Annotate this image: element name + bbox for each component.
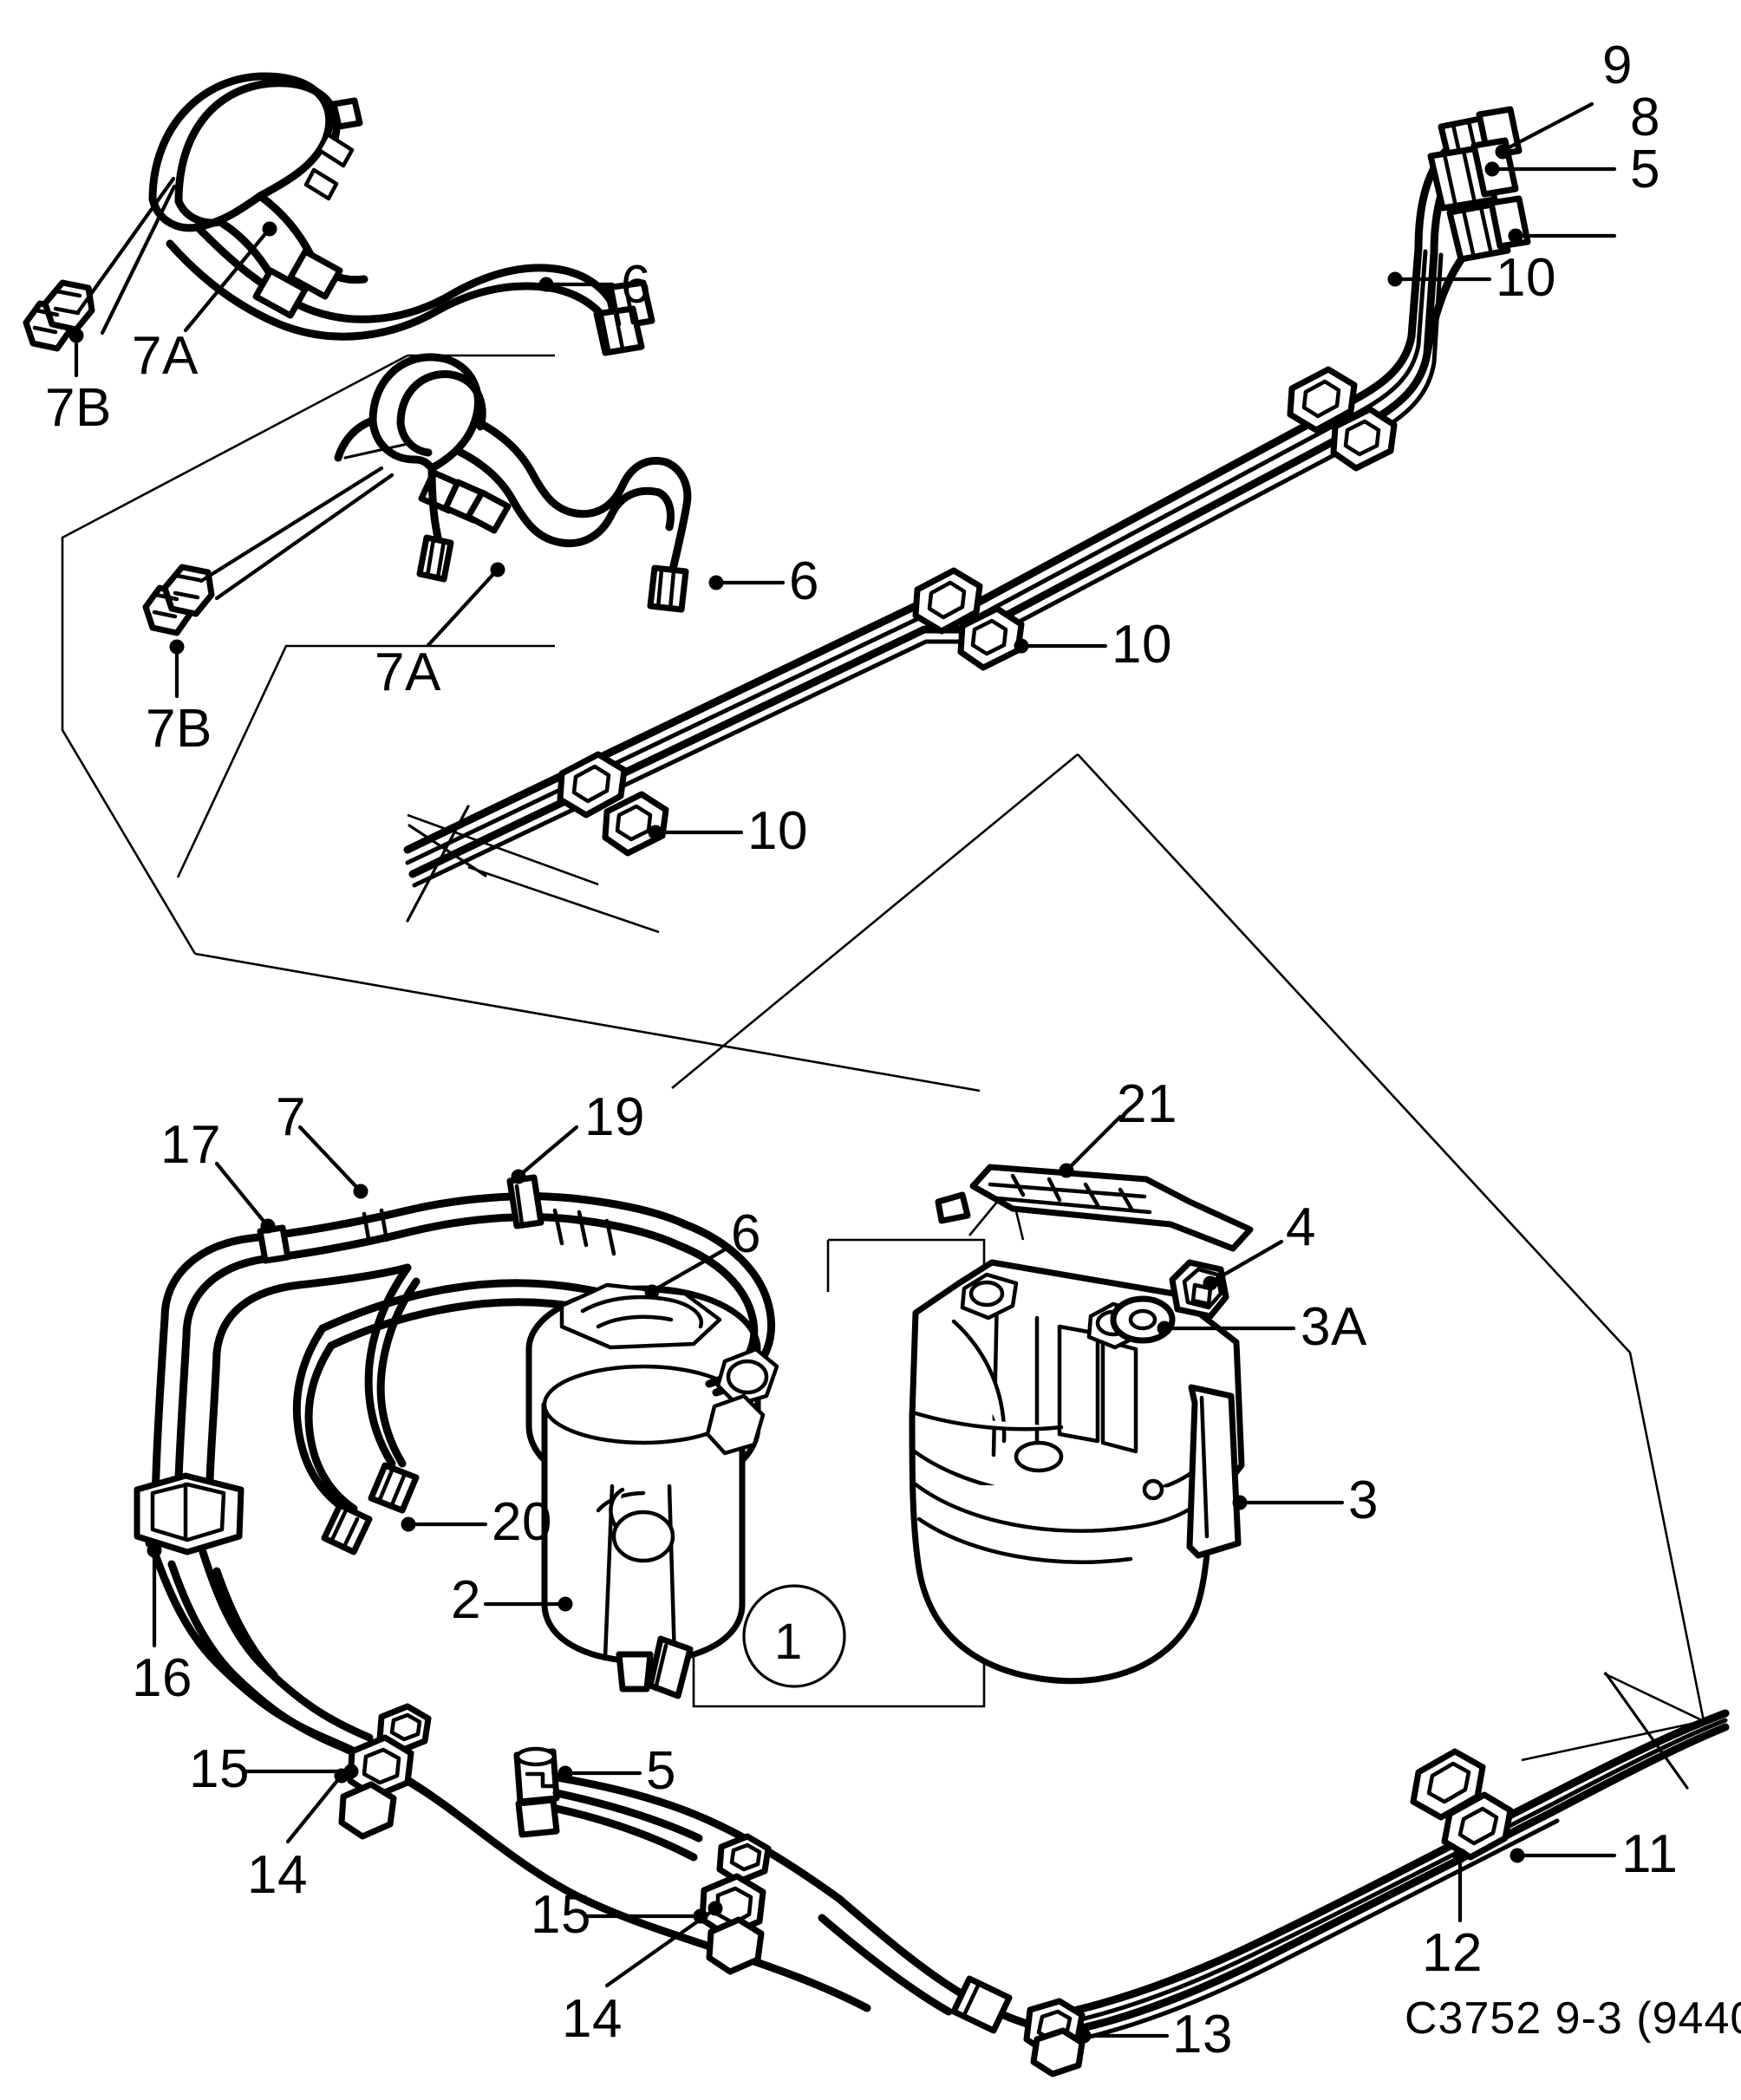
callout-label-7A: 7A bbox=[132, 326, 199, 386]
callout-label-5: 5 bbox=[1630, 140, 1660, 199]
callout-dot-6 bbox=[708, 575, 724, 590]
callout-label-5: 5 bbox=[646, 1741, 676, 1801]
callout-dot-9 bbox=[1495, 144, 1510, 160]
callout-dot-2 bbox=[558, 1596, 573, 1612]
callout-label-10: 10 bbox=[1496, 248, 1556, 308]
callout-leader-21 bbox=[1066, 1114, 1123, 1171]
callout-leaders bbox=[68, 101, 1617, 2044]
callout-dot-12 bbox=[1452, 1848, 1468, 1863]
callout-label-7B: 7B bbox=[146, 699, 212, 759]
callout-label-14: 14 bbox=[247, 1845, 308, 1905]
callout-dot-19 bbox=[511, 1169, 526, 1184]
clip-7B-upper bbox=[23, 279, 95, 352]
pipe-clip-15-upper bbox=[338, 1703, 432, 1840]
callout-dot-20 bbox=[401, 1516, 416, 1532]
group-frame-filter bbox=[692, 1238, 986, 1708]
callout-label-3: 3 bbox=[1348, 1471, 1379, 1530]
callout-dot-13 bbox=[1076, 2028, 1092, 2044]
callout-leader-7A bbox=[183, 228, 271, 333]
callout-label-21: 21 bbox=[1117, 1074, 1177, 1134]
callout-dot-8 bbox=[1484, 161, 1500, 177]
callout-leader-17 bbox=[214, 1161, 269, 1227]
callout-circle-1 bbox=[742, 1584, 846, 1688]
callout-label-19: 19 bbox=[584, 1087, 645, 1147]
callout-label-6: 6 bbox=[621, 255, 651, 315]
callout-label-9: 9 bbox=[1602, 36, 1633, 95]
callout-leader-9 bbox=[1502, 101, 1594, 153]
callout-label-4: 4 bbox=[1286, 1197, 1316, 1257]
group-frame-upper-left bbox=[61, 354, 981, 1092]
group-frame-lower bbox=[671, 753, 1705, 1762]
callout-dot-5 bbox=[558, 1765, 573, 1781]
callout-label-2: 2 bbox=[451, 1570, 481, 1630]
pipe-clip-10-low bbox=[557, 751, 669, 857]
callout-label-20: 20 bbox=[492, 1492, 552, 1552]
callout-dot-6 bbox=[538, 277, 554, 292]
callout-dot-6 bbox=[644, 1284, 660, 1300]
callout-dot-3 bbox=[1232, 1495, 1248, 1510]
callout-label-10: 10 bbox=[1112, 615, 1172, 675]
hose-assembly-upper-left bbox=[23, 72, 655, 356]
clip-7B-middle bbox=[142, 564, 215, 636]
pipe-run-lower bbox=[134, 1472, 1730, 2077]
callout-dot-10 bbox=[1014, 638, 1029, 654]
callout-label-1: 1 bbox=[774, 1614, 803, 1670]
callout-label-12: 12 bbox=[1422, 1923, 1483, 1983]
callout-dot-21 bbox=[1059, 1163, 1074, 1178]
callout-label-3A: 3A bbox=[1301, 1297, 1367, 1357]
pipe-clip-10-mid bbox=[912, 567, 1025, 671]
callout-dot-14 bbox=[334, 1768, 349, 1784]
callout-dot-17 bbox=[260, 1218, 276, 1234]
canister-nut-4 bbox=[1169, 1259, 1229, 1320]
callout-dot-16 bbox=[147, 1542, 162, 1558]
diagram-footer-code: C3752 9-3 (9440) bbox=[1405, 1993, 1741, 2044]
callout-dot-4 bbox=[1203, 1275, 1218, 1291]
callout-dot-11 bbox=[1510, 1848, 1525, 1863]
callout-label-8: 8 bbox=[1630, 88, 1660, 147]
callout-dot-14 bbox=[707, 1901, 723, 1916]
pipe-bracket-16 bbox=[134, 1472, 245, 1555]
callout-label-17: 17 bbox=[160, 1115, 221, 1175]
callout-dot-10 bbox=[648, 825, 663, 840]
callout-dot-7A bbox=[262, 221, 277, 237]
callout-dot-7A bbox=[490, 562, 505, 577]
canister-seal-3A bbox=[1110, 1295, 1176, 1344]
canister-body-3 bbox=[909, 1259, 1245, 1685]
quick-connector-5-lower bbox=[513, 1746, 560, 1838]
callout-label-15: 15 bbox=[189, 1739, 250, 1799]
pipe-clip-11-12 bbox=[1410, 1748, 1514, 1861]
callout-label-15: 15 bbox=[531, 1885, 591, 1945]
callout-leader-7A bbox=[426, 569, 499, 648]
callout-label-16: 16 bbox=[132, 1648, 192, 1708]
callout-dot-7 bbox=[353, 1184, 368, 1199]
callout-leader-14 bbox=[285, 1775, 342, 1844]
pipe-clip-13 bbox=[1023, 1998, 1086, 2077]
callout-label-7: 7 bbox=[276, 1087, 306, 1147]
callout-dot-7B bbox=[68, 328, 84, 343]
callout-label-7A: 7A bbox=[375, 642, 441, 702]
callout-dot-7B bbox=[169, 639, 185, 655]
callout-label-10: 10 bbox=[747, 801, 808, 861]
callout-dot-5 bbox=[1508, 228, 1523, 244]
callout-leader-19 bbox=[518, 1125, 579, 1177]
callout-label-6: 6 bbox=[789, 551, 819, 611]
callout-leader-7 bbox=[297, 1125, 362, 1192]
fuel-filter-body bbox=[525, 1220, 779, 1699]
callout-label-13: 13 bbox=[1172, 2005, 1233, 2064]
callout-label-11: 11 bbox=[1621, 1824, 1679, 1884]
callout-label-14: 14 bbox=[562, 1989, 623, 2049]
hose-assembly-middle-left bbox=[142, 353, 692, 636]
callout-label-7B: 7B bbox=[45, 378, 112, 438]
callout-leader-4 bbox=[1210, 1239, 1284, 1284]
canister-bracket-21 bbox=[935, 1164, 1254, 1252]
callout-label-6: 6 bbox=[731, 1204, 761, 1264]
callout-leader-6 bbox=[651, 1246, 729, 1293]
pipe-clip-10-top bbox=[1287, 366, 1398, 472]
callout-dot-10 bbox=[1387, 271, 1403, 287]
callout-leader-14 bbox=[604, 1908, 716, 1988]
group-frame-mid bbox=[407, 813, 660, 934]
callout-dot-3A bbox=[1157, 1321, 1172, 1336]
